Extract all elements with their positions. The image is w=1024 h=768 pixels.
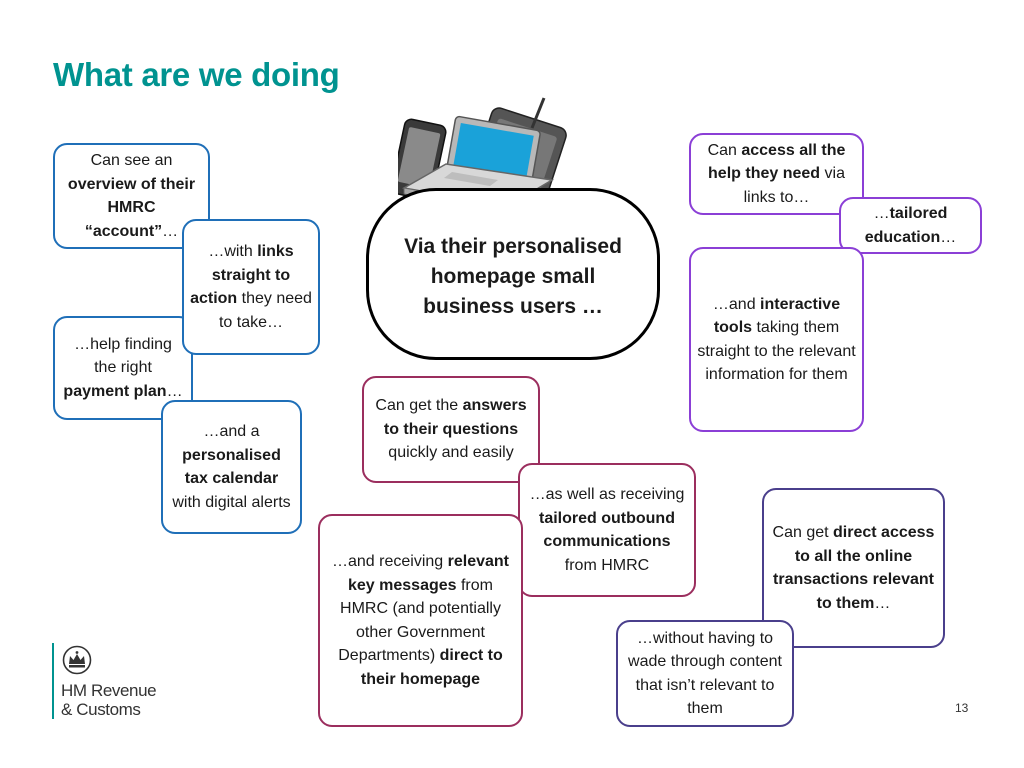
box-access-help: Can access all the help they need via li…	[689, 133, 864, 215]
box-tailored-education: …tailored education…	[839, 197, 982, 254]
box-without-wading: …without having to wade through content …	[616, 620, 794, 727]
logo-divider-line	[52, 643, 54, 719]
box-payment-plan: …help finding the right payment plan…	[53, 316, 193, 420]
box-direct-access: Can get direct access to all the online …	[762, 488, 945, 648]
box-tax-calendar: …and a personalised tax calendar with di…	[161, 400, 302, 534]
logo-line-2: & Customs	[61, 700, 141, 719]
logo-line-1: HM Revenue	[61, 681, 157, 700]
box-answers: Can get the answers to their questions q…	[362, 376, 540, 483]
center-speech-bubble: Via their personalised homepage small bu…	[366, 188, 660, 360]
box-links-straight-to-action: …with links straight to action they need…	[182, 219, 320, 355]
royal-crest-icon	[62, 645, 92, 675]
box-outbound-communications: …as well as receiving tailored outbound …	[518, 463, 696, 597]
box-key-messages: …and receiving relevant key messages fro…	[318, 514, 523, 727]
box-interactive-tools: …and interactive tools taking them strai…	[689, 247, 864, 432]
slide-title: What are we doing	[53, 56, 340, 93]
page-number: 13	[955, 701, 969, 715]
hmrc-logo: HM Revenue & Customs	[52, 643, 192, 721]
